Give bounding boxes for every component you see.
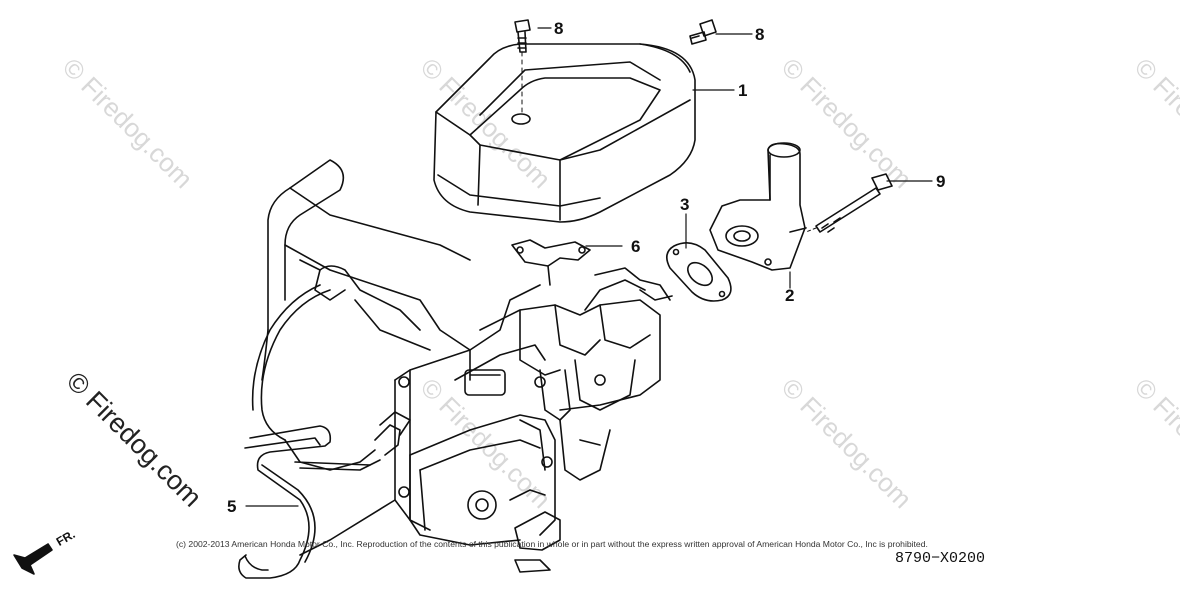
callout-2: 2 xyxy=(785,286,795,305)
bolt-part-8 xyxy=(514,19,531,116)
bracket-part-6 xyxy=(511,239,591,286)
gasket-part-3 xyxy=(666,242,732,302)
callout-9: 9 xyxy=(936,172,946,191)
callout-6: 6 xyxy=(631,237,641,256)
callout-3: 3 xyxy=(680,195,690,214)
diagram-part-code: 8790−X0200 xyxy=(895,550,986,567)
callout-1: 1 xyxy=(738,81,748,100)
clip xyxy=(514,511,561,573)
callout-8: 8 xyxy=(755,25,765,44)
breather-hose-part-5 xyxy=(238,425,396,579)
carburetor xyxy=(464,267,673,481)
bolt-part-9 xyxy=(805,173,893,233)
engine-shroud xyxy=(261,159,471,381)
fuel-tube xyxy=(251,284,411,471)
air-cleaner-cover-part-1 xyxy=(433,43,696,223)
callout-5: 5 xyxy=(227,497,237,516)
callout-8: 8 xyxy=(554,19,564,38)
copyright-notice: (c) 2002-2013 American Honda Motor Co., … xyxy=(176,539,928,549)
bolt-part-8b xyxy=(689,19,717,45)
leader-lines xyxy=(245,27,933,507)
intake-elbow-part-2 xyxy=(709,142,807,271)
front-direction-arrow xyxy=(13,543,53,575)
air-cleaner-case xyxy=(409,414,556,546)
